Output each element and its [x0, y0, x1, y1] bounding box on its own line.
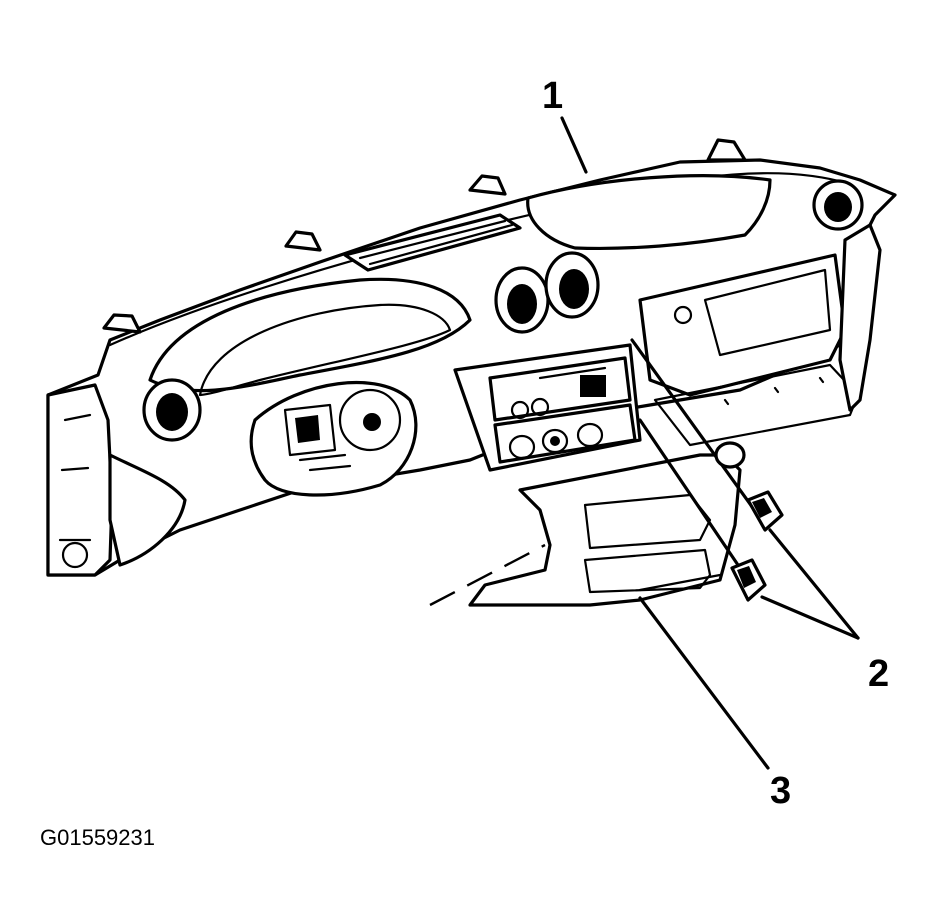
callout-1: 1 [542, 75, 563, 117]
end-cap-detail [58, 413, 92, 542]
lower-panel-edge [638, 573, 722, 592]
callout-3: 3 [770, 770, 791, 812]
dash-upper-trim [108, 172, 852, 347]
defrost-tab-1 [102, 313, 142, 334]
instrument-panel-assembly [46, 138, 897, 577]
grille-slat-2 [368, 223, 514, 266]
lower-panel-pocket-upper [583, 493, 712, 550]
leader-line-3 [638, 596, 770, 770]
passenger-airbag-door [526, 174, 772, 251]
left-end-cap [46, 383, 114, 577]
radio-buttons [510, 375, 606, 420]
center-air-vent-right [544, 251, 600, 319]
bolt-mount-boss [714, 441, 746, 469]
end-cap-boss [61, 541, 89, 569]
console-hidden-line [429, 543, 546, 607]
right-air-vent [812, 179, 864, 231]
bolt-lower [730, 558, 767, 602]
left-knee-bolster [108, 453, 187, 567]
bracket-holes [723, 376, 825, 406]
right-end-cap [838, 223, 882, 412]
callout-2: 2 [868, 653, 889, 695]
cluster-hood [148, 277, 472, 393]
lower-panel-body [468, 453, 742, 607]
left-air-vent [142, 378, 202, 442]
fastener-bolts [630, 338, 784, 602]
steering-column-hardware [283, 388, 402, 472]
defrost-tab-4 [706, 138, 747, 162]
leader-line-2b [760, 595, 860, 640]
bolt-upper [746, 490, 784, 532]
figure-id: G01559231 [40, 825, 155, 850]
climate-knobs [508, 422, 604, 460]
glove-box-inner [703, 268, 832, 357]
lower-console-panel [429, 453, 742, 607]
lower-panel-pocket-lower [583, 548, 712, 594]
defrost-tab-2 [284, 230, 322, 252]
bolt-guide-line-1 [630, 338, 760, 517]
leader-line-1 [560, 116, 588, 174]
glove-box-boss [673, 305, 693, 325]
leader-line-2a [768, 528, 860, 640]
center-air-vent-left [494, 266, 550, 334]
glove-box-recess [638, 253, 847, 397]
bolt-guide-line-2 [638, 418, 740, 567]
cluster-opening [198, 303, 452, 397]
radio-slot [538, 366, 607, 380]
grille-slat-1 [358, 219, 507, 260]
defrost-tab-3 [468, 174, 507, 196]
